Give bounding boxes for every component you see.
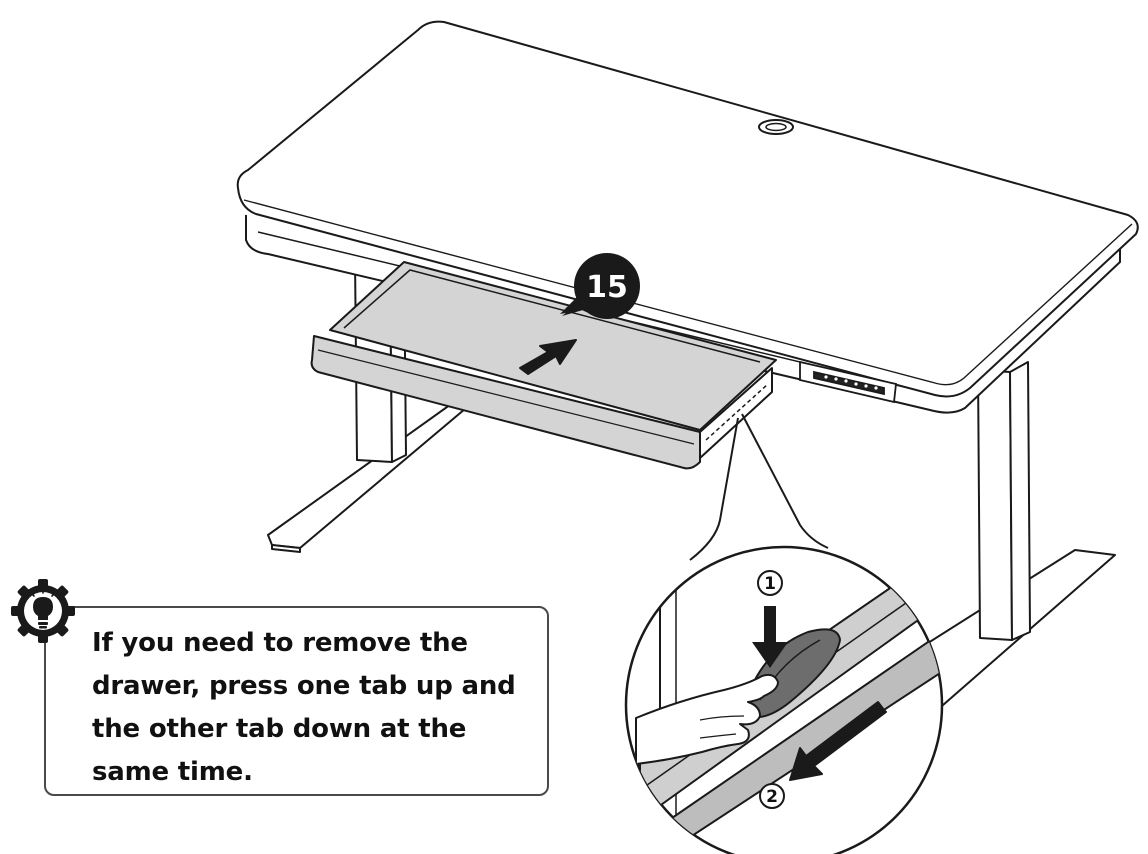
tip-text: If you need to remove the drawer, press … xyxy=(92,628,516,787)
detail-callout: 1 2 xyxy=(624,413,944,854)
tip-box xyxy=(44,606,549,796)
pull-out-arrow xyxy=(789,701,887,781)
action-marker-1: 1 xyxy=(757,570,783,596)
desk-top-surface xyxy=(236,20,1139,398)
left-foot xyxy=(267,391,479,549)
action-marker-2: 2 xyxy=(759,783,785,809)
svg-text:2: 2 xyxy=(766,787,778,807)
drawer-slide-rail xyxy=(699,367,773,459)
desk-top xyxy=(236,20,1139,414)
right-leg xyxy=(977,369,1013,641)
svg-text:1: 1 xyxy=(764,574,776,594)
push-arrow xyxy=(519,339,577,375)
lightbulb-gear-icon xyxy=(11,579,75,643)
hand xyxy=(635,673,779,765)
step-badge: 15 xyxy=(560,253,640,319)
control-panel xyxy=(799,360,897,404)
drawer-front xyxy=(310,335,701,470)
press-down-arrow xyxy=(752,606,788,668)
step-number: 15 xyxy=(586,270,628,305)
